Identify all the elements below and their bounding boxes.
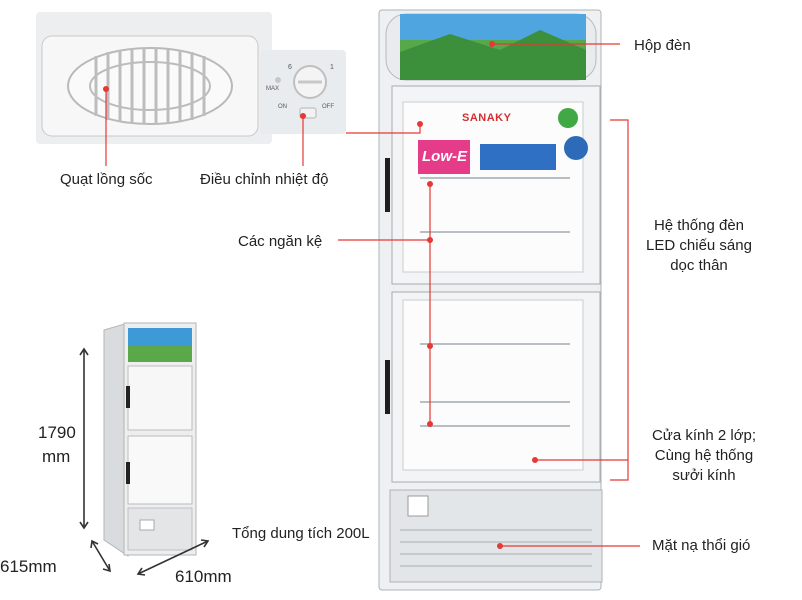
glass-door-label-line-3: sưởi kính: [672, 467, 736, 484]
led-lighting-label-line-1: Hệ thống đèn: [653, 217, 745, 234]
brand-logo: SANAKY: [462, 112, 512, 124]
led-lighting-label-line-2: LED chiếu sáng: [646, 237, 752, 254]
glass-door-label-line-1: Cửa kính 2 lớp;: [651, 427, 757, 444]
dial-mark-on: ON: [278, 104, 287, 110]
height-dimension-value: 1790: [38, 423, 76, 442]
fan-label: Quạt lồng sốc: [60, 171, 153, 188]
glass-door-label-line-2: Cùng hệ thống: [654, 447, 754, 464]
dial-mark-1: 1: [330, 64, 334, 71]
shelves-label: Các ngăn kệ: [238, 233, 323, 250]
vent-label: Mặt nạ thổi gió: [652, 537, 751, 554]
led-lighting-label-line-3: dọc thân: [670, 257, 728, 274]
dial-mark-6: 6: [288, 64, 292, 71]
low-e-badge: Low-E: [422, 148, 467, 165]
fan-detail-photo: [36, 12, 272, 144]
depth-dimension: 615mm: [0, 557, 57, 576]
fan-illustration: [41, 35, 259, 137]
thermostat-label: Điều chỉnh nhiệt độ: [200, 171, 329, 188]
dial-mark-max: MAX: [266, 86, 280, 92]
lightbox-label: Hộp đèn: [634, 37, 691, 54]
height-dimension-unit: mm: [42, 447, 71, 466]
capacity-label: Tổng dung tích 200L: [232, 525, 370, 542]
width-dimension: 610mm: [175, 567, 232, 586]
thermostat-detail-photo: 6 1 MAX ON OFF: [260, 50, 346, 134]
dial-mark-off: OFF: [322, 104, 334, 110]
